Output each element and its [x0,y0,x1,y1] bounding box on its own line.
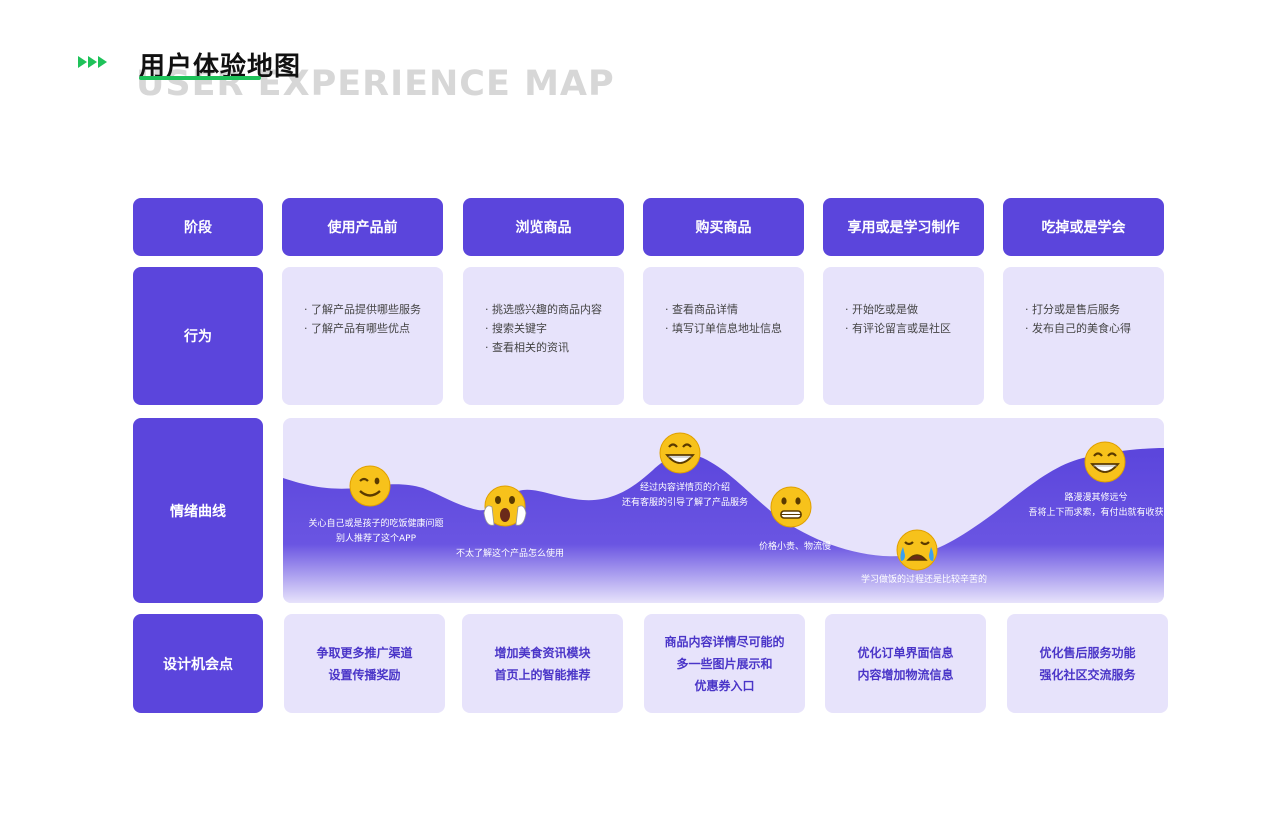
emotion-label-2: 不太了解这个产品怎么使用 [455,549,565,559]
opportunity-line: 争取更多推广渠道 [316,645,413,660]
behavior-item: · 打分或是售后服务 [1025,303,1120,316]
behavior-item: · 挑选感兴趣的商品内容 [485,303,602,316]
grimace-face-icon [770,486,812,528]
behavior-card-1: · 了解产品提供哪些服务 · 了解产品有哪些优点 [282,267,443,405]
grin-face-icon [1084,441,1126,483]
row-label-opportunity: 设计机会点 [133,614,263,713]
stage-5: 吃掉或是学会 [1003,198,1164,256]
opportunity-line: 增加美食资讯模块 [494,645,591,660]
behavior-item: · 发布自己的美食心得 [1025,322,1131,335]
opportunity-card-3: 商品内容详情尽可能的 多一些图片展示和 优惠券入口 [644,614,805,713]
behavior-item: · 了解产品有哪些优点 [304,322,410,335]
behavior-item: · 有评论留言或是社区 [845,322,951,335]
opportunity-line: 内容增加物流信息 [857,667,954,682]
emotion-label-5: 学习做饭的过程还是比较辛苦的 [860,575,988,585]
page-subtitle: USER EXPERIENCE MAP [136,64,615,104]
opportunity-line: 多一些图片展示和 [676,656,773,671]
opportunity-line: 优化订单界面信息 [857,645,954,660]
behavior-item: · 查看商品详情 [665,303,738,316]
opportunity-line: 优惠券入口 [694,678,755,693]
row-label-behavior: 行为 [133,267,263,405]
emotion-curve [283,448,1164,603]
shocked-face-icon [483,485,527,527]
row-label-stage: 阶段 [133,198,263,256]
behavior-item: · 填写订单信息地址信息 [665,322,782,335]
emotion-label-1: 关心自己或是孩子的吃饭健康问题 别人推荐了这个APP [308,519,444,544]
stage-1: 使用产品前 [282,198,443,256]
wink-face-icon [349,465,391,507]
opportunity-card-2: 增加美食资讯模块 首页上的智能推荐 [462,614,623,713]
emotion-label-6: 路漫漫其修远兮 吾将上下而求索，有付出就有收获 [1028,493,1164,518]
crying-face-icon [896,529,938,571]
behavior-item: · 了解产品提供哪些服务 [304,303,421,316]
emotion-curve-panel: 关心自己或是孩子的吃饭健康问题 别人推荐了这个APP 不太了解这个产品怎么使用 … [283,418,1164,603]
play-arrows-icon [78,56,107,68]
stage-4: 享用或是学习制作 [823,198,984,256]
opportunity-line: 优化售后服务功能 [1039,645,1136,660]
opportunity-line: 设置传播奖励 [328,667,401,682]
stage-3: 购买商品 [643,198,804,256]
title-underline [139,76,261,80]
opportunity-line: 强化社区交流服务 [1039,667,1136,682]
behavior-card-3: · 查看商品详情 · 填写订单信息地址信息 [643,267,804,405]
opportunity-card-1: 争取更多推广渠道 设置传播奖励 [284,614,445,713]
emotion-area [283,448,1164,603]
row-label-emotion: 情绪曲线 [133,418,263,603]
behavior-item: · 搜索关键字 [485,322,547,335]
behavior-card-5: · 打分或是售后服务 · 发布自己的美食心得 [1003,267,1164,405]
behavior-item: · 开始吃或是做 [845,303,918,316]
stage-2: 浏览商品 [463,198,624,256]
page-header: USER EXPERIENCE MAP 用户体验地图 [78,44,678,114]
emotion-label-3: 经过内容详情页的介绍 还有客服的引导了解了产品服务 [621,483,749,508]
behavior-card-2: · 挑选感兴趣的商品内容 · 搜索关键字 · 查看相关的资讯 [463,267,624,405]
opportunity-line: 商品内容详情尽可能的 [664,634,785,649]
behavior-card-4: · 开始吃或是做 · 有评论留言或是社区 [823,267,984,405]
behavior-item: · 查看相关的资讯 [485,341,569,354]
opportunity-card-5: 优化售后服务功能 强化社区交流服务 [1007,614,1168,713]
grin-face-icon [659,432,701,474]
opportunity-card-4: 优化订单界面信息 内容增加物流信息 [825,614,986,713]
opportunity-line: 首页上的智能推荐 [494,667,591,682]
emotion-label-4: 价格小贵、物流慢 [758,542,832,552]
